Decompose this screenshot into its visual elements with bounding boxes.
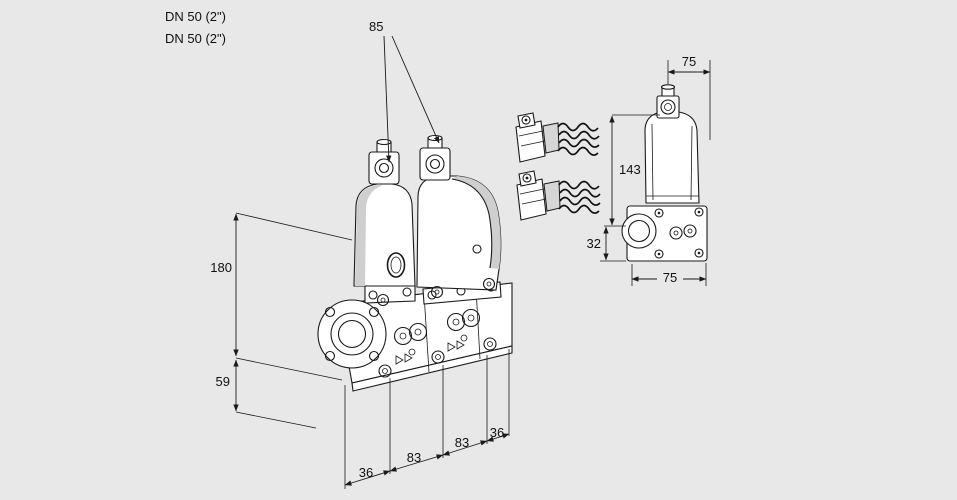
top-fitting-left	[368, 138, 400, 185]
dim-label-75-bottom: 75	[663, 270, 677, 285]
dim-label-59: 59	[216, 374, 230, 389]
main-valve-drawing	[317, 134, 513, 392]
flow-direction-marks	[395, 340, 465, 365]
dim-label-180: 180	[210, 260, 232, 275]
dimension-75-bottom: 75	[631, 263, 707, 286]
dimension-bottom-chain: 36 83 83 36	[344, 349, 510, 489]
actuator-right	[416, 175, 502, 305]
dim-label-36-right: 36	[490, 425, 504, 440]
dimension-180: 180	[210, 212, 353, 381]
side-valve-body	[621, 205, 708, 262]
dn-label-1: DN 50 (2")	[165, 9, 226, 24]
dim-label-32: 32	[587, 236, 601, 251]
top-fitting-right	[419, 134, 451, 181]
dimension-85: 85	[369, 19, 440, 163]
dim-label-85: 85	[369, 19, 383, 34]
body-detail-circles	[376, 277, 497, 378]
dim-label-83-b: 83	[455, 435, 469, 450]
dim-label-143: 143	[619, 162, 641, 177]
dimension-75-top: 75	[667, 54, 711, 140]
side-view-drawing	[621, 84, 708, 262]
dimension-59: 59	[216, 359, 317, 429]
solenoid-connector-lower	[516, 170, 601, 221]
cable-bundle	[557, 122, 600, 156]
dimension-143: 143	[604, 114, 660, 227]
solenoid-connector-upper	[515, 112, 600, 163]
dim-label-75-top: 75	[682, 54, 696, 69]
dn-labels: DN 50 (2") DN 50 (2")	[165, 9, 226, 46]
inlet-flange	[317, 299, 387, 369]
dim-label-83-a: 83	[407, 450, 421, 465]
dn-label-2: DN 50 (2")	[165, 31, 226, 46]
dimension-32: 32	[587, 226, 626, 262]
actuator-left	[353, 183, 416, 304]
side-actuator	[644, 111, 700, 204]
side-top-fitting	[656, 84, 680, 119]
dim-label-36-left: 36	[359, 465, 373, 480]
